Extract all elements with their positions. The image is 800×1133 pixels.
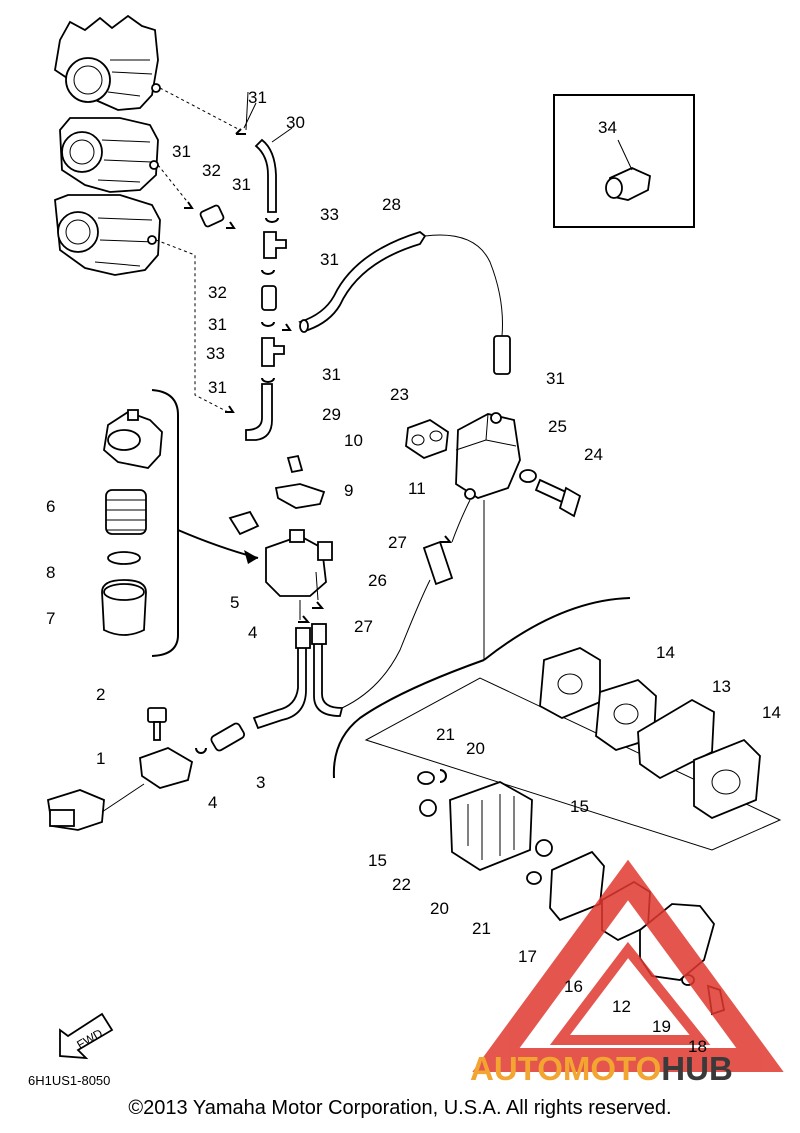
callout-9: 9 — [344, 481, 353, 500]
callout-4: 4 — [248, 623, 257, 642]
callout-31: 31 — [322, 365, 341, 384]
callout-19: 19 — [652, 1017, 671, 1036]
callout-31: 31 — [232, 175, 251, 194]
callout-21: 21 — [472, 919, 491, 938]
callout-31: 31 — [546, 369, 565, 388]
callout-29: 29 — [322, 405, 341, 424]
callout-6: 6 — [46, 497, 55, 516]
callout-15: 15 — [368, 851, 387, 870]
callout-32: 32 — [208, 283, 227, 302]
callout-18: 18 — [688, 1037, 707, 1056]
upper-hoses — [184, 91, 293, 441]
callout-25: 25 — [548, 417, 567, 436]
automotohub-watermark-logo — [472, 859, 784, 1072]
lower-hoses — [195, 499, 471, 754]
callout-17: 17 — [518, 947, 537, 966]
callout-27: 27 — [354, 617, 373, 636]
drawing-code: 6H1US1-8050 — [28, 1073, 110, 1088]
callout-15: 15 — [570, 797, 589, 816]
fuel-filter-5 — [228, 454, 333, 620]
callout-3: 3 — [256, 773, 265, 792]
callout-31: 31 — [320, 250, 339, 269]
watermark-part2: HUB — [661, 1050, 733, 1087]
callout-5: 5 — [230, 593, 239, 612]
callout-31: 31 — [248, 88, 267, 107]
callout-32: 32 — [202, 161, 221, 180]
callout-34: 34 — [598, 118, 617, 137]
callout-14: 14 — [656, 643, 675, 662]
callout-22: 22 — [392, 875, 411, 894]
fuel-pump-11 — [405, 412, 582, 518]
callout-23: 23 — [390, 385, 409, 404]
callout-2: 2 — [96, 685, 105, 704]
callout-33: 33 — [320, 205, 339, 224]
callout-26: 26 — [368, 571, 387, 590]
callout-31: 31 — [208, 315, 227, 334]
callout-13: 13 — [712, 677, 731, 696]
fwd-arrow-icon: FWD — [59, 1012, 114, 1060]
hose-28 — [298, 230, 511, 375]
copyright-footer: ©2013 Yamaha Motor Corporation, U.S.A. A… — [128, 1097, 672, 1119]
callout-16: 16 — [564, 977, 583, 996]
callout-31: 31 — [208, 378, 227, 397]
callout-30: 30 — [286, 113, 305, 132]
callout-24: 24 — [584, 445, 603, 464]
callout-31: 31 — [172, 142, 191, 161]
callout-4: 4 — [208, 793, 217, 812]
joint-assembly-1 — [46, 707, 194, 831]
callout-1: 1 — [96, 749, 105, 768]
callout-numbers: 31 30 31 32 31 33 31 32 31 33 31 31 29 2… — [46, 88, 781, 1056]
callout-10: 10 — [344, 431, 363, 450]
callout-28: 28 — [382, 195, 401, 214]
watermark-part1: AUTOMOTO — [470, 1050, 661, 1087]
watermark-text: AUTOMOTOHUB — [470, 1050, 733, 1087]
callout-11: 11 — [408, 479, 426, 498]
inset-box-34 — [553, 94, 695, 228]
callout-7: 7 — [46, 609, 55, 628]
callout-14: 14 — [762, 703, 781, 722]
carburetor-assembly — [54, 14, 241, 413]
callout-21: 21 — [436, 725, 455, 744]
pump-rebuild-detail — [332, 500, 782, 1016]
filter-exploded-view — [101, 389, 259, 657]
callout-33: 33 — [206, 344, 225, 363]
callout-20: 20 — [430, 899, 449, 918]
callout-8: 8 — [46, 563, 55, 582]
callout-12: 12 — [612, 997, 631, 1016]
callout-27: 27 — [388, 533, 407, 552]
callout-20: 20 — [466, 739, 485, 758]
